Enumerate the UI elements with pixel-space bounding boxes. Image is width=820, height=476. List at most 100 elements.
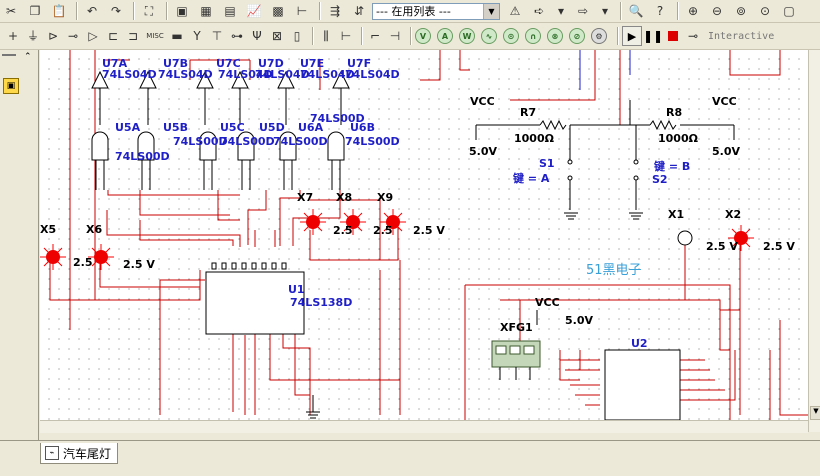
x8-voltage: 2.5	[373, 224, 393, 237]
settings-gear-icon[interactable]: ⚙	[591, 28, 607, 44]
u6b-ref: U6B	[350, 121, 375, 134]
x9-voltage: 2.5 V	[413, 224, 445, 237]
junction-icon[interactable]: ⊣	[389, 29, 401, 43]
transfer-icon[interactable]: ➪	[533, 4, 545, 18]
logic-analyzer-icon[interactable]: ∩	[525, 28, 541, 44]
scroll-down-icon[interactable]: ▼	[810, 406, 820, 420]
u5d-gate[interactable]	[237, 131, 255, 161]
oscilloscope-icon[interactable]: ∿	[481, 28, 497, 44]
grapher-icon[interactable]: 📈	[246, 4, 262, 18]
fullscreen-toggle-icon[interactable]: ▢	[783, 4, 795, 18]
cmos-icon[interactable]: ⊐	[127, 29, 139, 43]
place-bus-icon[interactable]: ⫼	[323, 29, 329, 43]
fullscreen-icon[interactable]: ⛶	[144, 4, 154, 18]
schematic-canvas[interactable]: U7A 74LS04D U7B 74LS04D U7C 74LS04D U7D …	[40, 50, 808, 420]
ammeter-icon[interactable]: A	[437, 28, 453, 44]
probe-x1[interactable]	[677, 230, 693, 246]
vertical-scrollbar[interactable]: ▼	[808, 50, 820, 432]
redo-icon[interactable]: ↷	[110, 4, 122, 18]
find-icon[interactable]: 🔍	[628, 4, 644, 18]
zoom-in-icon[interactable]: ⊕	[687, 4, 699, 18]
transistor-icon[interactable]: ⊸	[67, 29, 79, 43]
stop-simulation-icon[interactable]	[664, 25, 682, 47]
chevron-down-icon[interactable]: ▾	[557, 4, 565, 18]
misc-digital-icon[interactable]: MISC	[146, 31, 164, 40]
zoom-area-icon[interactable]: ⊚	[735, 4, 747, 18]
counter-icon[interactable]: ⊘	[569, 28, 585, 44]
r8-symbol[interactable]	[649, 119, 677, 131]
analog-icon[interactable]: ▷	[88, 29, 98, 43]
design-toolbox-icon[interactable]: ▣	[176, 4, 188, 18]
r7-symbol[interactable]	[539, 119, 567, 131]
help-icon[interactable]: ?	[656, 4, 664, 18]
chevron-down-icon[interactable]: ▼	[483, 3, 499, 19]
database-icon[interactable]: ▤	[224, 4, 236, 18]
zoom-out-icon[interactable]: ⊖	[711, 4, 723, 18]
source-icon[interactable]: +	[7, 29, 19, 43]
rf-icon[interactable]: Ψ	[252, 29, 262, 43]
separator	[319, 2, 320, 20]
u6a-part: 74LS00D	[310, 112, 365, 125]
u5c-gate[interactable]	[199, 131, 217, 161]
run-simulation-icon[interactable]: ▶	[622, 26, 642, 46]
s1-switch[interactable]	[567, 159, 573, 181]
s2-switch[interactable]	[633, 159, 639, 181]
vcc-right-voltage: 5.0V	[712, 145, 740, 158]
compare-icon[interactable]: ⇵	[353, 4, 365, 18]
r8-ref: R8	[666, 106, 682, 119]
copy-icon[interactable]: ❐	[29, 4, 41, 18]
probe-x8[interactable]	[340, 209, 366, 235]
electromechanical-icon[interactable]: ⊠	[271, 29, 283, 43]
voltmeter-icon[interactable]: V	[415, 28, 431, 44]
back-annotate-icon[interactable]: ⇨	[577, 4, 589, 18]
vcc-right-label: VCC	[712, 95, 737, 108]
horizontal-scrollbar[interactable]	[40, 420, 808, 433]
postprocessor-icon[interactable]: ⚠	[509, 4, 521, 18]
wattmeter-icon[interactable]: W	[459, 28, 475, 44]
diode-icon[interactable]: ⊳	[47, 29, 59, 43]
x6-ref: X6	[86, 223, 102, 236]
cut-icon[interactable]: ✂	[5, 4, 17, 18]
in-use-list-combo[interactable]: --- 在用列表 --- ▼	[372, 2, 500, 20]
probe-x9[interactable]	[380, 209, 406, 235]
hierarchical-block-icon[interactable]: ⊢	[340, 29, 352, 43]
panel-collapse[interactable]: ⌃	[24, 52, 32, 62]
u5a-gate[interactable]	[91, 131, 109, 161]
function-generator-icon[interactable]: ⊙	[503, 28, 519, 44]
ttl-icon[interactable]: ⊏	[107, 29, 119, 43]
hierarchy-icon[interactable]: ⊢	[296, 4, 308, 18]
connector-icon[interactable]: ⌐	[369, 29, 381, 43]
tab-label: 汽车尾灯	[63, 446, 112, 461]
project-icon[interactable]: ▣	[3, 78, 19, 94]
probe-x2[interactable]	[728, 225, 754, 251]
power-icon[interactable]: ⊤	[211, 29, 223, 43]
bode-plotter-icon[interactable]: ⊗	[547, 28, 563, 44]
probe-x6[interactable]	[88, 244, 114, 270]
u5b-gate[interactable]	[137, 131, 155, 161]
zoom-fit-icon[interactable]: ⊙	[759, 4, 771, 18]
pause-simulation-icon[interactable]: ❚❚	[642, 29, 664, 43]
undo-icon[interactable]: ↶	[86, 4, 98, 18]
probe-x7[interactable]	[300, 209, 326, 235]
mixed-icon[interactable]: ▬	[171, 29, 183, 43]
schematic-drawing[interactable]: U7A 74LS04D U7B 74LS04D U7C 74LS04D U7D …	[40, 50, 808, 420]
u6a-gate[interactable]	[279, 131, 297, 161]
tab-sheet[interactable]: ⌁ 汽车尾灯	[40, 443, 119, 464]
component-wizard-icon[interactable]: ⇶	[329, 4, 341, 18]
indicator-icon[interactable]: Y	[193, 29, 201, 43]
misc-icon[interactable]: ⊶	[231, 29, 243, 43]
probe-tool-icon[interactable]: ⊸	[687, 29, 699, 43]
chevron-down-icon[interactable]: ▾	[601, 4, 609, 18]
panel-pin[interactable]	[2, 54, 16, 56]
r8-value: 1000Ω	[658, 132, 699, 145]
basic-component-icon[interactable]: ⏚	[26, 29, 39, 43]
bus-icon[interactable]: ▯	[293, 29, 301, 43]
probe-x5[interactable]	[40, 244, 66, 270]
u6b-gate[interactable]	[327, 131, 345, 161]
u2-chip-body[interactable]	[604, 349, 681, 420]
paste-icon[interactable]: 📋	[51, 4, 67, 18]
u1-decoder-body[interactable]	[205, 271, 305, 335]
calculator-icon[interactable]: ▩	[272, 4, 284, 18]
ground-symbols	[306, 212, 643, 419]
spreadsheet-icon[interactable]: ▦	[200, 4, 212, 18]
